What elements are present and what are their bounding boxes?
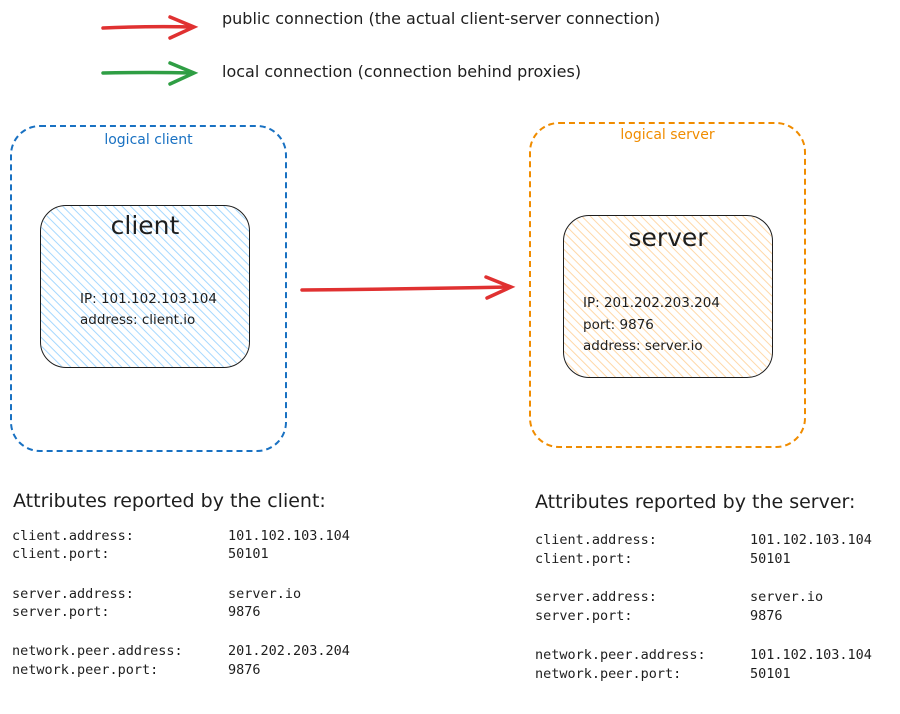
server-attr-key: client.address: bbox=[535, 532, 657, 548]
logical-client-group: logical client bbox=[10, 125, 287, 452]
client-attr-key: server.port: bbox=[12, 604, 110, 620]
server-attr-key: server.address: bbox=[535, 589, 657, 605]
server-attr-value: 101.102.103.104 bbox=[750, 532, 872, 548]
public-connection-arrow bbox=[300, 275, 516, 300]
client-node-fill bbox=[41, 206, 249, 367]
logical-server-label: logical server bbox=[620, 127, 715, 143]
client-attr-value: 101.102.103.104 bbox=[228, 528, 350, 544]
server-node-fill bbox=[564, 216, 772, 377]
server-attr-value: 9876 bbox=[750, 608, 783, 624]
server-attr-key: server.port: bbox=[535, 608, 633, 624]
server-address: address: server.io bbox=[583, 338, 703, 354]
client-attr-value: 9876 bbox=[228, 604, 261, 620]
server-attr-key: network.peer.address: bbox=[535, 647, 706, 663]
client-attr-key: network.peer.address: bbox=[12, 643, 183, 659]
legend-public-label: public connection (the actual client-ser… bbox=[222, 9, 661, 28]
server-node-title: server bbox=[628, 223, 708, 252]
client-attr-value: 50101 bbox=[228, 546, 269, 562]
server-attrs-title: Attributes reported by the server: bbox=[535, 491, 856, 513]
legend-red-arrow-icon bbox=[101, 15, 199, 40]
client-node-title: client bbox=[110, 211, 180, 240]
client-ip: IP: 101.102.103.104 bbox=[80, 291, 217, 307]
logical-client-label: logical client bbox=[104, 132, 193, 148]
client-attr-value: server.io bbox=[228, 586, 302, 602]
server-attr-value: 50101 bbox=[750, 551, 791, 567]
server-port: port: 9876 bbox=[583, 317, 654, 333]
client-attr-key: client.port: bbox=[12, 546, 110, 562]
server-attr-key: network.peer.port: bbox=[535, 666, 682, 682]
client-node: client IP: 101.102.103.104 address: clie… bbox=[40, 205, 250, 368]
server-ip: IP: 201.202.203.204 bbox=[583, 295, 720, 311]
client-attr-key: client.address: bbox=[12, 528, 134, 544]
client-attr-key: network.peer.port: bbox=[12, 662, 159, 678]
client-attr-value: 201.202.203.204 bbox=[228, 643, 350, 659]
client-attrs-title: Attributes reported by the client: bbox=[13, 490, 326, 512]
client-address: address: client.io bbox=[80, 312, 196, 328]
server-attr-value: 50101 bbox=[750, 666, 791, 682]
client-attr-key: server.address: bbox=[12, 586, 134, 602]
legend-local-label: local connection (connection behind prox… bbox=[222, 62, 582, 81]
logical-server-group: logical server bbox=[529, 122, 806, 448]
server-attr-value: server.io bbox=[750, 589, 824, 605]
server-node: server IP: 201.202.203.204 port: 9876 ad… bbox=[563, 215, 773, 378]
server-attr-value: 101.102.103.104 bbox=[750, 647, 872, 663]
client-attr-value: 9876 bbox=[228, 662, 261, 678]
legend-green-arrow-icon bbox=[101, 61, 199, 86]
server-attr-key: client.port: bbox=[535, 551, 633, 567]
